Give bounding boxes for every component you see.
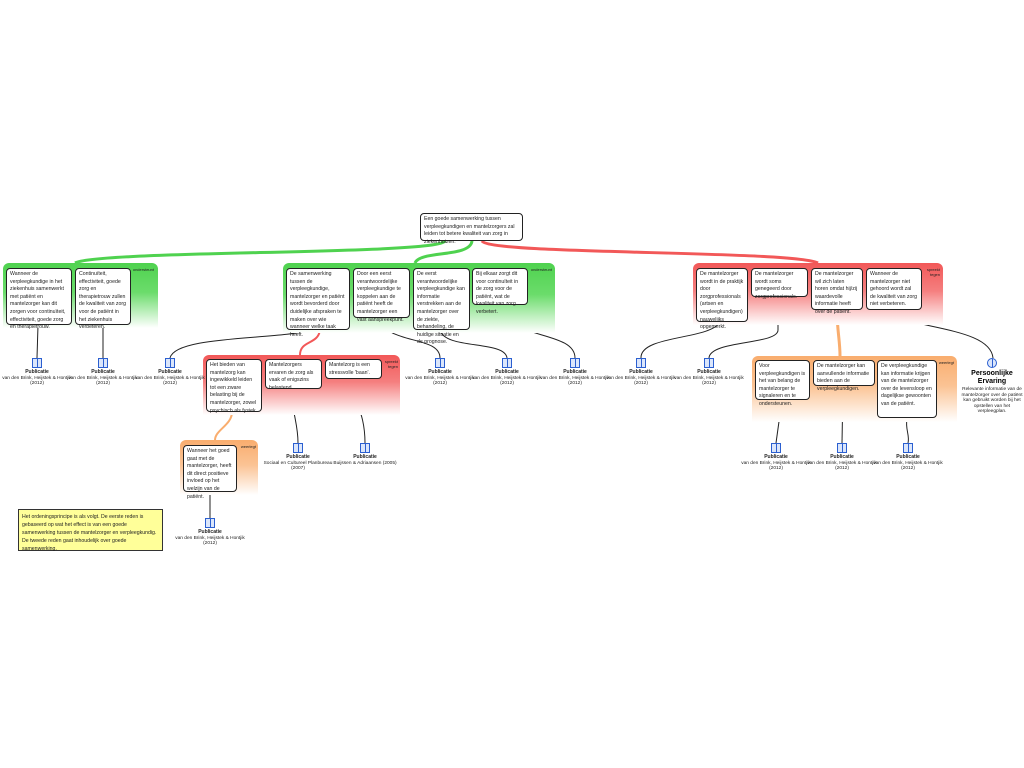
book-icon	[360, 443, 370, 453]
publication-label: Publicatie	[158, 369, 182, 375]
objection-box[interactable]: Wanneer de mantelzorger niet gehoord wor…	[866, 268, 922, 310]
objection-box[interactable]: Mantelzorgers ervaren de zorg als vaak o…	[265, 359, 322, 391]
publication-label: Publicatie	[25, 369, 49, 375]
book-icon	[98, 358, 108, 368]
reason-box[interactable]: De eerst verantwoordelijke verpleegkundi…	[413, 268, 470, 345]
publication-label: Publicatie	[91, 369, 115, 375]
objection-box[interactable]: Mantelzorg is een stressvolle 'baan'.	[325, 359, 382, 379]
rebuts-tag: weerlegt	[240, 444, 256, 449]
publication-source: van den Brink, Heijstek & Hontjik (2012)	[472, 375, 542, 387]
book-icon	[636, 358, 646, 368]
book-icon	[570, 358, 580, 368]
personal-experience-text: Relevante informatie van de mantelzorger…	[961, 387, 1023, 415]
personal-experience-title: Persoonlijke Ervaring	[971, 370, 1013, 385]
publication-label: Publicatie	[495, 369, 519, 375]
opposes-tag: spreekt tegen	[384, 359, 398, 369]
publication-label: Publicatie	[428, 369, 452, 375]
objection-box[interactable]: De mantelzorger wil zich laten horen omd…	[811, 268, 863, 315]
book-icon	[32, 358, 42, 368]
book-icon	[502, 358, 512, 368]
publication-source: van den Brink, Heijstek & Hontjik (2012)	[68, 375, 138, 387]
book-icon	[165, 358, 175, 368]
publication-label: Publicatie	[697, 369, 721, 375]
book-icon	[837, 443, 847, 453]
main-claim[interactable]: Een goede samenwerking tussen verpleegku…	[420, 213, 523, 245]
publication-label: Publicatie	[286, 454, 310, 460]
reason-box[interactable]: Continuïteit, effectiviteit, goede zorg …	[75, 268, 131, 330]
publication-label: Publicatie	[629, 369, 653, 375]
rebuttal-box[interactable]: De verpleegkundige kan informatie krijge…	[877, 360, 937, 418]
publication-source: van den Brink, Heijstek & Hontjik (2012)	[405, 375, 475, 387]
objection-box[interactable]: De mantelzorger wordt in de praktijk doo…	[696, 268, 748, 330]
publication-label: Publicatie	[353, 454, 377, 460]
supports-tag: ondersteunt	[530, 267, 552, 272]
book-icon	[771, 443, 781, 453]
rebuttal-box[interactable]: Wanneer het goed gaat met de mantelzorge…	[183, 445, 237, 500]
publication-source: van den Brink, Heijstek & Hontjik (2012)	[873, 460, 943, 472]
note[interactable]: Het ordeningsprincipe is als volgt. De e…	[18, 509, 163, 552]
publication-source: Buijssen & Adriaansen (2005)	[333, 460, 397, 466]
publication-source: van den Brink, Heijstek & Hontjik (2012)	[135, 375, 205, 387]
reason-box[interactable]: Wanneer de verpleegkundige in het zieken…	[6, 268, 72, 330]
supports-tag: ondersteunt	[132, 267, 154, 272]
rebuttal-box[interactable]: Voor verpleegkundigen is het van belang …	[755, 360, 810, 407]
reason-box[interactable]: Bij elkaar zorgt dit voor continuïteit i…	[472, 268, 528, 315]
publication-source: van den Brink, Heijstek & Hontjik (2012)	[2, 375, 72, 387]
eye-icon	[987, 358, 997, 368]
publication-source: van den Brink, Heijstek & Hontjik (2012)	[741, 460, 811, 472]
publication-source: van den Brink, Heijstek & Hontjik (2012)	[606, 375, 676, 387]
objection-box[interactable]: De mantelzorger wordt soms genegeerd doo…	[751, 268, 808, 300]
publication-source: van den Brink, Heijstek & Hontjik (2012)	[807, 460, 877, 472]
rebuttal-box[interactable]: De mantelzorger kan aanvullende informat…	[813, 360, 875, 392]
book-icon	[435, 358, 445, 368]
publication-source: van den Brink, Heijstek & Hontjik (2012)	[540, 375, 610, 387]
publication-source: van den Brink, Heijstek & Hontjik (2012)	[674, 375, 744, 387]
publication-label: Publicatie	[563, 369, 587, 375]
publication-label: Publicatie	[830, 454, 854, 460]
publication-source: Sociaal en Cultureel Planbureau (2007)	[263, 460, 333, 472]
book-icon	[704, 358, 714, 368]
book-icon	[205, 518, 215, 528]
book-icon	[293, 443, 303, 453]
opposes-tag: spreekt tegen	[926, 267, 940, 277]
publication-label: Publicatie	[896, 454, 920, 460]
book-icon	[903, 443, 913, 453]
reason-box[interactable]: De samenwerking tussen de verpleegkundig…	[286, 268, 350, 338]
publication-label: Publicatie	[198, 529, 222, 535]
publication-label: Publicatie	[764, 454, 788, 460]
objection-box[interactable]: Het bieden van mantelzorg kan ingewikkel…	[206, 359, 262, 414]
reason-box[interactable]: Door een eerst verantwoordelijke verplee…	[353, 268, 410, 323]
publication-source: van den Brink, Heijstek & Hontjik (2012)	[175, 535, 245, 547]
rebuts-tag: weerlegt	[938, 360, 954, 365]
